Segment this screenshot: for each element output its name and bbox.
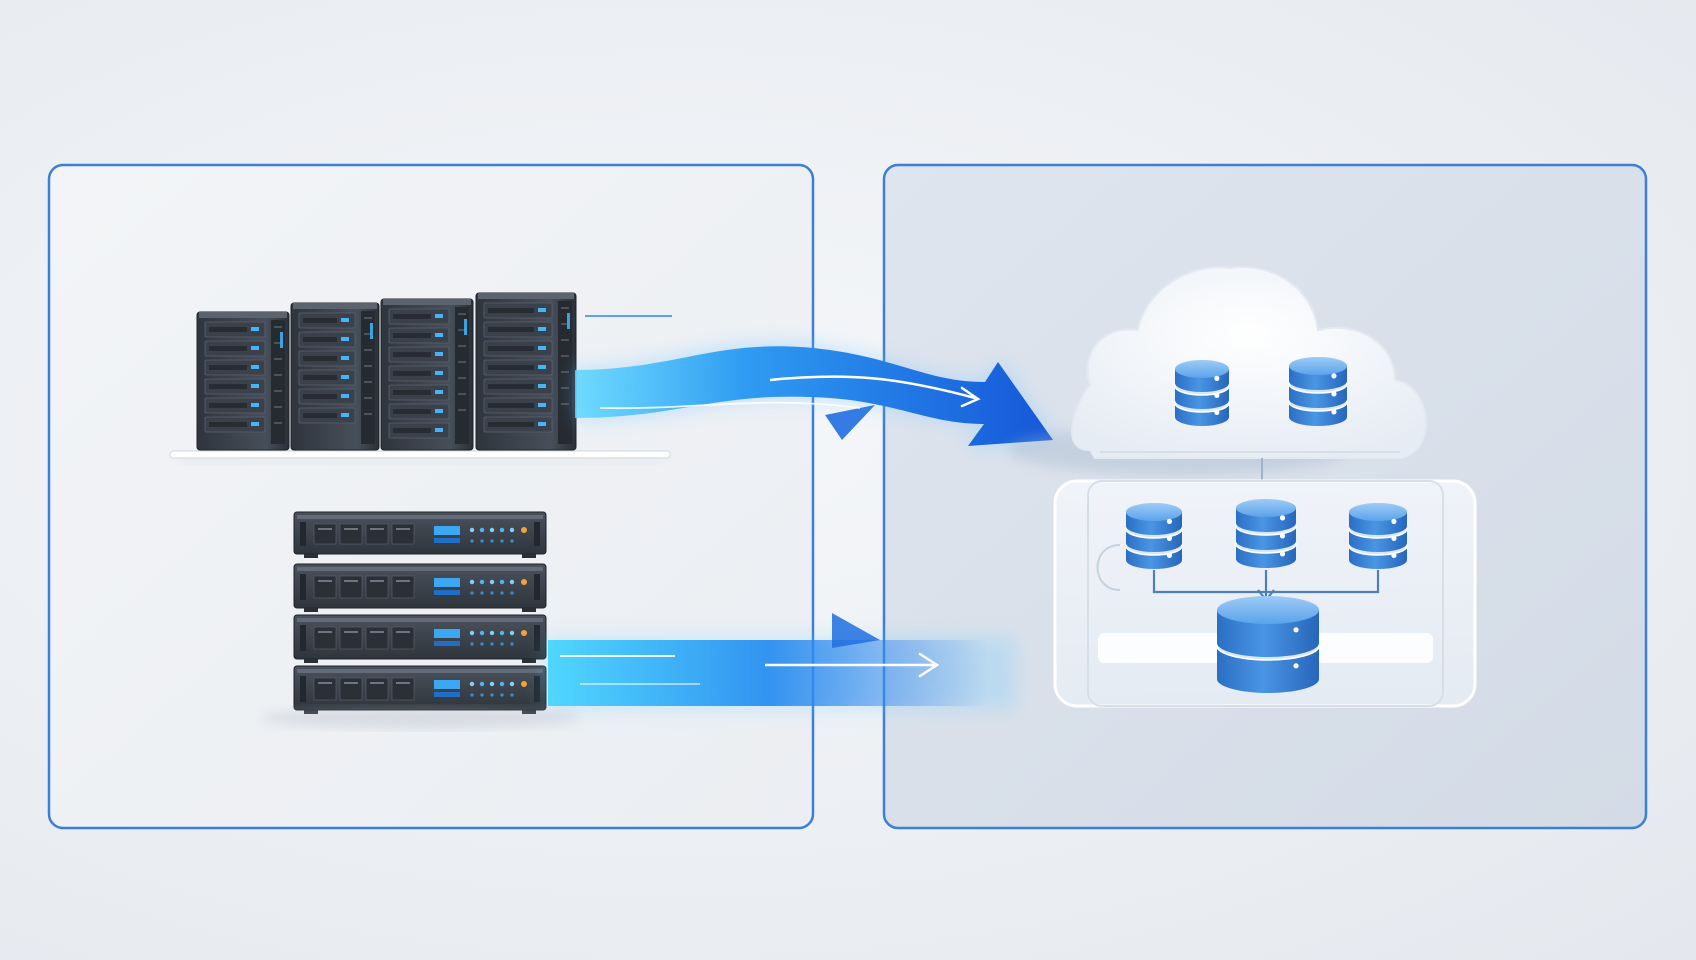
server-rack: [475, 292, 577, 451]
migration-arrow-top: [575, 315, 1055, 448]
rack-server-stack: [293, 511, 547, 714]
migration-arrow-bottom: [545, 613, 1015, 709]
database-icon: [1288, 357, 1348, 426]
primary-database-icon: [1216, 596, 1320, 693]
rack-server: [293, 614, 547, 663]
source-panel: [47, 163, 815, 830]
server-rack: [380, 298, 474, 451]
database-icon: [1348, 503, 1408, 569]
server-rack: [290, 302, 380, 451]
stack-shadow: [260, 708, 580, 728]
server-rack-group: [196, 292, 577, 451]
database-cluster-with-primary: [1053, 479, 1477, 708]
server-rack: [196, 311, 290, 451]
database-icon: [1235, 499, 1297, 568]
rack-server: [293, 665, 547, 714]
database-icon: [1174, 360, 1230, 426]
rack-shelf: [169, 450, 671, 464]
database-icon: [1125, 503, 1183, 569]
rack-server: [293, 563, 547, 612]
rack-server: [293, 511, 547, 558]
